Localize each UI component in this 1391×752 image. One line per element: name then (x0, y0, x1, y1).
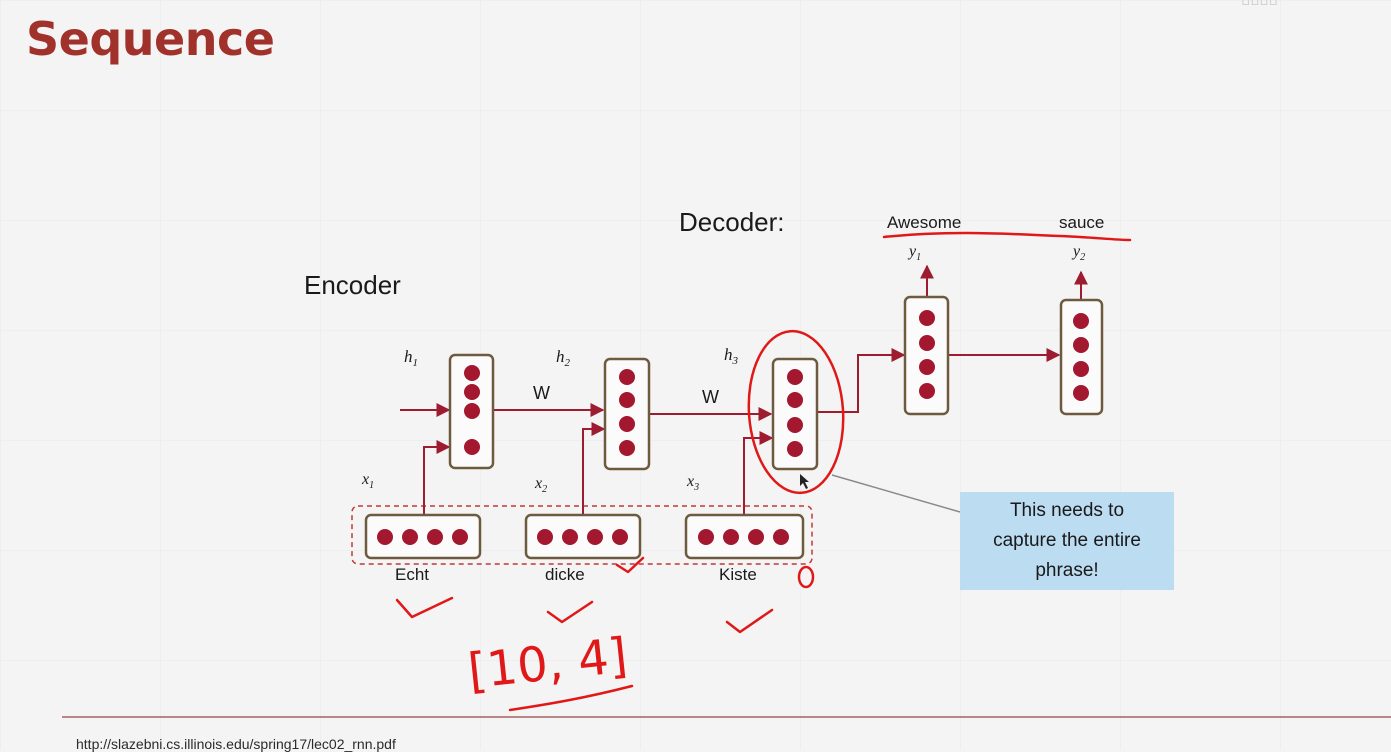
input-label-x1: x1 (361, 471, 374, 491)
node-dot (402, 529, 418, 545)
node-dot (619, 440, 635, 456)
node-dot (919, 383, 935, 399)
node-dot (1073, 361, 1089, 377)
node-dot (377, 529, 393, 545)
callout-text: This needs to capture the entire phrase! (993, 500, 1141, 581)
source-url[interactable]: http://slazebni.cs.illinois.edu/spring17… (76, 736, 396, 752)
handwritten-check-2 (546, 600, 594, 624)
node-dot (537, 529, 553, 545)
weight-label-1: W (533, 383, 550, 403)
callout-leader-line (831, 474, 961, 513)
node-dot (562, 529, 578, 545)
encoder-to-decoder-arrow (818, 348, 906, 413)
input-vector-dicke (524, 513, 642, 560)
x1-to-h1-arrow (423, 440, 451, 516)
node-dot (787, 369, 803, 385)
node-dot (787, 392, 803, 408)
mouse-cursor-icon (800, 474, 809, 489)
node-dot (723, 529, 739, 545)
node-dot (464, 384, 480, 400)
x2-to-h2-arrow (582, 422, 606, 516)
output-word-awesome: Awesome (887, 213, 961, 232)
node-dot (464, 439, 480, 455)
output-word-sauce: sauce (1059, 213, 1104, 232)
input-label-x2: x2 (534, 475, 547, 495)
node-dot (452, 529, 468, 545)
handwritten-circle-h3 (747, 329, 845, 495)
decoder-state-1 (903, 295, 950, 416)
node-dot (427, 529, 443, 545)
hidden-state-h2 (603, 357, 651, 471)
input-word-dicke: dicke (545, 565, 585, 584)
handwritten-underline-annotation (508, 684, 634, 712)
output-label-y1: y1 (907, 243, 921, 263)
input-word-kiste: Kiste (719, 565, 757, 584)
node-dot (698, 529, 714, 545)
node-dot (1073, 385, 1089, 401)
hidden-label-h1: h1 (404, 347, 418, 369)
weight-label-2: W (702, 387, 719, 407)
node-dot (619, 369, 635, 385)
node-dot (1073, 337, 1089, 353)
handwritten-check-1 (395, 596, 454, 619)
handwritten-check-3 (725, 608, 774, 634)
decoder-state-2 (1059, 298, 1104, 416)
node-dot (919, 359, 935, 375)
slide-title: Sequence (26, 12, 275, 66)
node-dot (587, 529, 603, 545)
node-dot (1073, 313, 1089, 329)
node-dot (464, 403, 480, 419)
callout-box: This needs to capture the entire phrase! (960, 492, 1174, 590)
handwritten-circle-mark (797, 565, 815, 589)
node-dot (787, 441, 803, 457)
node-dot (787, 417, 803, 433)
node-dot (619, 416, 635, 432)
output-label-y2: y2 (1071, 243, 1085, 263)
input-word-echt: Echt (395, 565, 429, 584)
handwritten-underline-outputs (882, 231, 1132, 242)
encoder-label: Encoder (304, 270, 401, 300)
input-label-x3: x3 (686, 473, 699, 493)
hidden-label-h2: h2 (556, 347, 571, 369)
input-vector-echt (364, 513, 482, 560)
node-dot (919, 335, 935, 351)
node-dot (919, 310, 935, 326)
hidden-state-h3 (771, 357, 819, 471)
decoder-label: Decoder: (679, 207, 785, 237)
handwritten-check-4 (615, 556, 645, 574)
input-vector-kiste (684, 513, 805, 560)
node-dot (612, 529, 628, 545)
node-dot (464, 365, 480, 381)
input-group-box (351, 505, 813, 565)
hidden-label-h3: h3 (724, 345, 739, 367)
x3-to-h3-arrow (743, 431, 774, 516)
corner-watermark: ▫▫▫▫ (1241, 0, 1278, 16)
node-dot (619, 392, 635, 408)
node-dot (748, 529, 764, 545)
node-dot (773, 529, 789, 545)
handwritten-annotation: [10, 4] (465, 628, 630, 700)
footer-divider (62, 716, 1391, 718)
